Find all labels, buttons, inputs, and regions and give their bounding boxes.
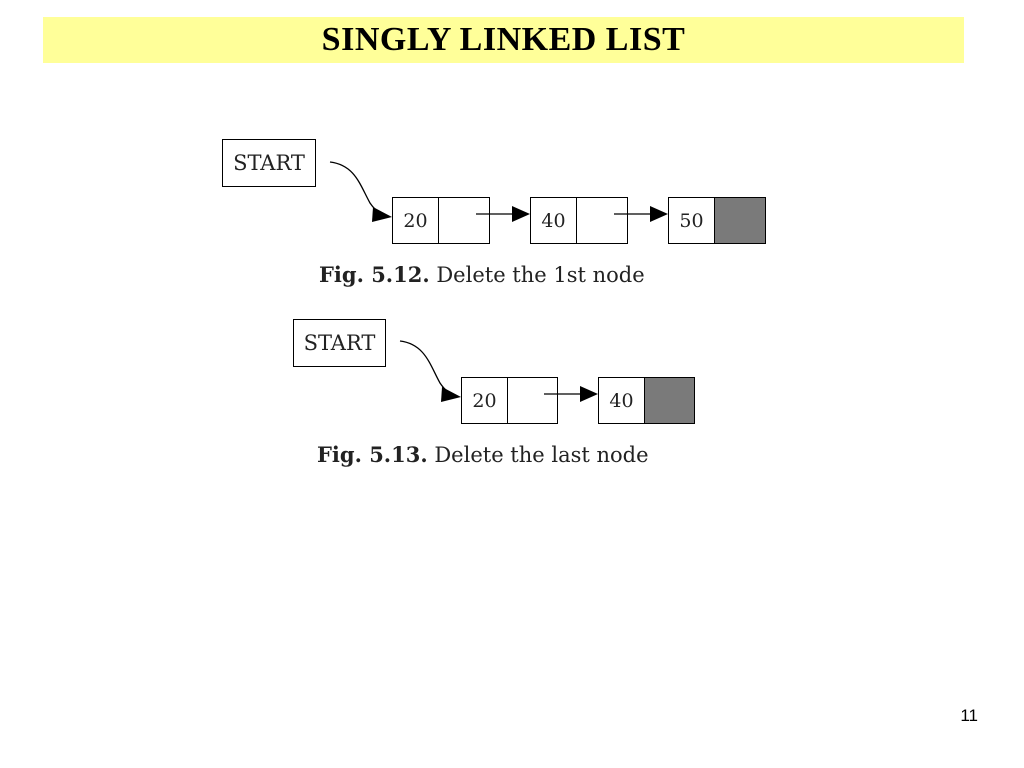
start-pointer-arrowhead	[441, 387, 461, 402]
start-pointer-arrow	[399, 340, 458, 397]
list-node: 20	[461, 377, 558, 424]
node-data: 40	[599, 378, 645, 423]
list-node: 40	[530, 197, 628, 244]
node-data: 20	[393, 198, 439, 243]
null-pointer	[645, 378, 694, 423]
start-pointer-arrowhead	[372, 207, 392, 222]
figure-caption-text: Delete the 1st node	[436, 263, 645, 287]
next-pointer-arrowhead	[650, 206, 668, 222]
start-pointer-box: START	[222, 139, 316, 187]
node-data: 20	[462, 378, 508, 423]
next-pointer-arrowhead	[580, 386, 598, 402]
start-pointer-box: START	[293, 319, 386, 367]
start-pointer-arrow	[329, 161, 389, 217]
figure-caption: Fig. 5.13. Delete the last node	[317, 442, 649, 467]
start-label: START	[303, 331, 376, 355]
list-node: 40	[598, 377, 695, 424]
list-node: 50	[668, 197, 766, 244]
node-data: 40	[531, 198, 577, 243]
start-label: START	[233, 151, 305, 175]
null-pointer	[715, 198, 765, 243]
figure-caption: Fig. 5.12. Delete the 1st node	[319, 262, 645, 287]
page-title: SINGLY LINKED LIST	[321, 21, 686, 58]
next-pointer-arrowhead	[512, 206, 530, 222]
list-node: 20	[392, 197, 490, 244]
node-data: 50	[669, 198, 715, 243]
title-bar: SINGLY LINKED LIST	[43, 17, 964, 63]
figure-number: Fig. 5.13.	[317, 442, 428, 467]
figure-number: Fig. 5.12.	[319, 262, 430, 287]
page-number: 11	[960, 706, 978, 725]
figure-caption-text: Delete the last node	[434, 443, 649, 467]
